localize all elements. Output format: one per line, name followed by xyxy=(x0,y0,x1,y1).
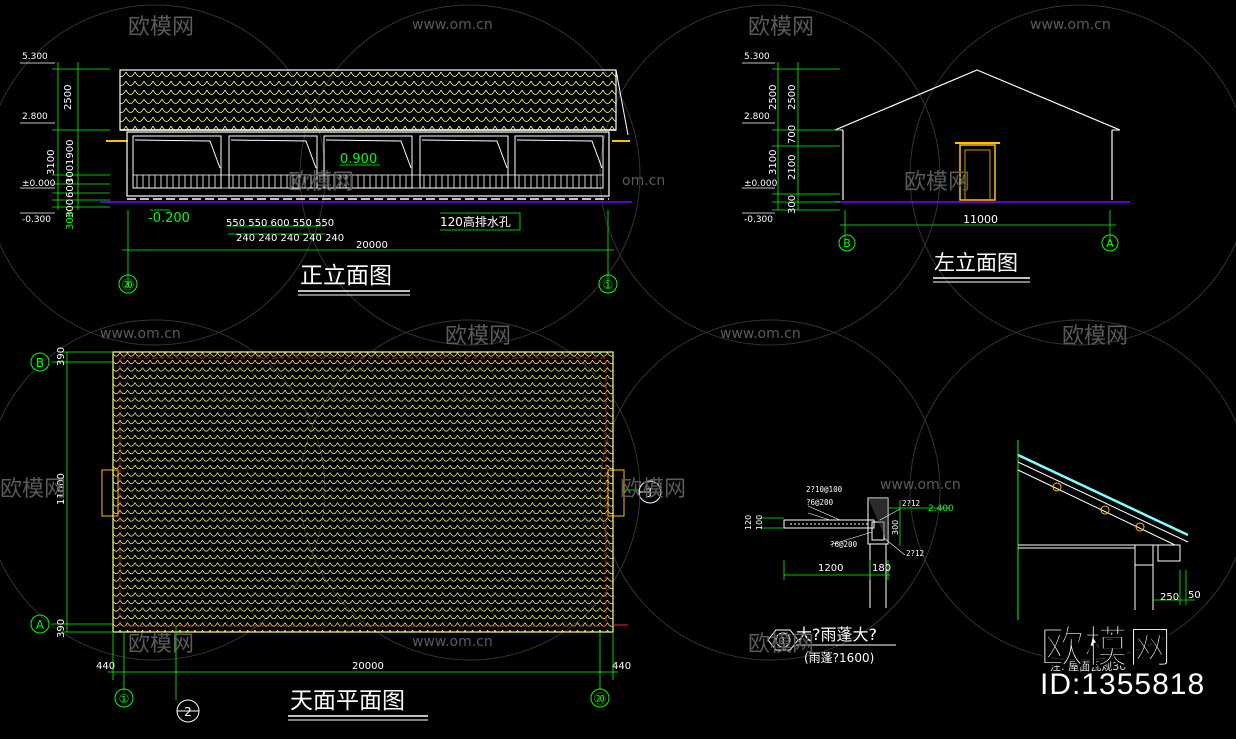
left-roof-outline xyxy=(834,69,1121,131)
roof-axis-left: ① xyxy=(119,692,130,706)
roof-axis-right: ⑳ xyxy=(594,692,606,706)
left-dim-2500a: 2500 xyxy=(768,85,779,110)
watermark-url: www.om.cn xyxy=(720,326,801,342)
front-dims-240: 240 240 240 240 240 xyxy=(236,233,344,244)
left-axis-right: A xyxy=(1106,237,1114,250)
brand-logo: 欧模网 xyxy=(1040,622,1172,673)
front-total-width: 20000 xyxy=(356,240,388,251)
front-label-0900: 0.900 xyxy=(340,152,377,167)
front-axis-right: ① xyxy=(603,278,614,292)
eave-detail: 250 50 注: 屋面瓦规30 2 xyxy=(1017,440,1201,673)
front-dim-2500: 2500 xyxy=(63,85,74,110)
watermark-url: www.om.cn xyxy=(412,17,493,33)
watermark-logo: 欧模网 xyxy=(1062,324,1128,349)
canopy-detail-sub: (雨蓬?1600) xyxy=(804,651,874,665)
left-level-5300: 5.300 xyxy=(744,52,770,62)
front-dims-550: 550 550 600 550 550 xyxy=(226,218,334,229)
front-dim-3100: 3100 xyxy=(46,150,57,175)
canopy-level: 2.400 xyxy=(928,504,954,514)
canopy-label-r2: 2?12 xyxy=(906,549,924,558)
canopy-dim-120: 120 xyxy=(744,515,753,530)
front-level-0000: ±0.000 xyxy=(22,179,56,189)
roof-section-mark-2: 2 xyxy=(184,705,192,719)
front-level-2800: 2.800 xyxy=(22,112,48,122)
canopy-dim-300: 300 xyxy=(891,520,900,535)
watermark-url: www.om.cn xyxy=(1030,17,1111,33)
left-axis-left: B xyxy=(843,237,851,250)
eave-detail-no: 2 xyxy=(1106,629,1114,643)
eave-note: 注: 屋面瓦规30 xyxy=(1050,659,1126,673)
watermark-url: www.om.cn xyxy=(100,326,181,342)
left-level-m0300: -0.300 xyxy=(744,215,773,225)
watermarks: 欧模网 www.om.cn 欧模网 www.om.cn 欧模网 om.cn 欧模… xyxy=(0,15,1128,657)
watermark-logo: 欧模网 xyxy=(904,170,970,195)
front-axis-left: ⑳ xyxy=(122,278,134,292)
watermark-logo: 欧模网 xyxy=(748,15,814,40)
front-level-m0300: -0.300 xyxy=(22,215,51,225)
canopy-dim-180: 180 xyxy=(872,563,891,574)
resource-id: ID:1355818 xyxy=(1040,668,1206,701)
watermark-logo: 欧模网 xyxy=(620,477,686,502)
front-dim-300c: 300 xyxy=(65,211,76,230)
front-dim-300a: 300 xyxy=(65,165,76,184)
roof-plan-title: 天面平面图 xyxy=(290,688,405,714)
roof-axis-bottom: A xyxy=(36,618,45,632)
canopy-label-top2: ?6@200 xyxy=(806,498,834,507)
watermark-url: www.om.cn xyxy=(880,477,961,493)
roof-plan-tiles xyxy=(112,351,614,633)
watermark-url-partial: om.cn xyxy=(622,173,665,189)
left-total-width: 11000 xyxy=(963,213,998,226)
canopy-dim-1200: 1200 xyxy=(818,563,843,574)
left-dim-700: 700 xyxy=(787,125,798,144)
watermark-logo: 欧模网 xyxy=(748,632,814,657)
front-dim-600: 600 xyxy=(65,179,76,198)
roof-section-mark-1: 1 xyxy=(646,486,654,500)
roof-axis-top: B xyxy=(36,356,44,370)
front-level-5300: 5.300 xyxy=(22,52,48,62)
canopy-dim-100: 100 xyxy=(755,515,764,530)
canopy-label-top1: 2?10@100 xyxy=(806,485,843,494)
watermark-logo: 欧模网 xyxy=(445,324,511,349)
roof-plan: B A 390 390 11000 20000 440 440 ① ⑳ 1 2 … xyxy=(30,347,662,723)
eave-dim-250: 250 xyxy=(1160,592,1179,603)
front-dim-1900: 1900 xyxy=(65,140,76,165)
canopy-detail-title: 大?雨蓬大? xyxy=(796,625,877,644)
front-drain-note: 120高排水孔 xyxy=(440,214,511,229)
left-level-2800: 2.800 xyxy=(744,112,770,122)
watermark-logo: 欧模网 xyxy=(0,477,66,502)
left-elevation-title: 左立面图 xyxy=(934,251,1018,275)
front-railings xyxy=(133,174,603,189)
eave-dim-50: 50 xyxy=(1188,590,1201,601)
canopy-detail: 2?10@100 ?6@200 ?6@200 2?12 2?12 2.400 1… xyxy=(744,485,954,665)
canopy-label-r1: 2?12 xyxy=(902,499,920,508)
left-dim-2500b: 2500 xyxy=(787,85,798,110)
roof-dim-top: 390 xyxy=(56,347,67,366)
roof-dim-bottom: 390 xyxy=(56,619,67,638)
left-dim-2100: 2100 xyxy=(787,155,798,180)
front-label-m0200: -0.200 xyxy=(148,211,190,226)
watermark-logo: 欧模网 xyxy=(128,632,194,657)
watermark-logo: 欧模网 xyxy=(288,170,354,195)
front-elevation-title: 正立面图 xyxy=(300,263,392,289)
roof-dim-width: 20000 xyxy=(352,661,384,672)
left-dim-3100: 3100 xyxy=(768,150,779,175)
canopy-label-mid: ?6@200 xyxy=(830,540,858,549)
left-elevation: 5.300 2.800 ±0.000 -0.300 2500 2500 3100… xyxy=(742,52,1130,283)
watermark-url: www.om.cn xyxy=(412,634,493,650)
front-dim-300b: 300 xyxy=(65,199,76,218)
left-level-0000: ±0.000 xyxy=(744,179,778,189)
left-dim-300: 300 xyxy=(787,195,798,214)
roof-dim-height: 11000 xyxy=(56,473,67,505)
watermark-logo: 欧模网 xyxy=(128,15,194,40)
canopy-detail-no: 1 xyxy=(780,636,786,647)
front-elevation: 5.300 2.800 ±0.000 -0.300 2500 3100 1900… xyxy=(20,52,632,296)
front-roof-tiles xyxy=(119,69,617,131)
roof-dim-left: 440 xyxy=(96,661,115,672)
roof-dim-right: 440 xyxy=(612,661,631,672)
